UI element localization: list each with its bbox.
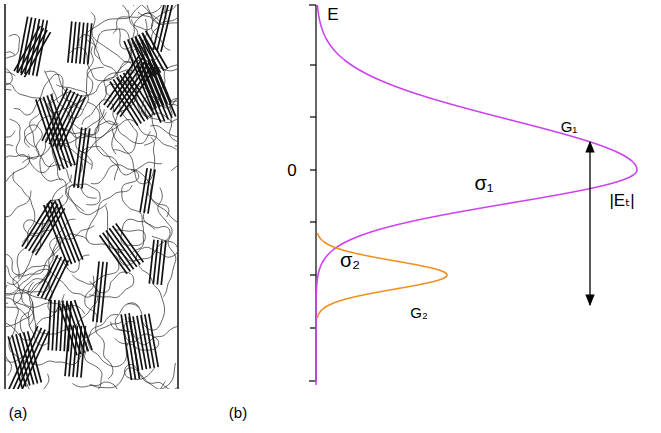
wall-line (4, 4, 5, 389)
amorphous-chain (6, 112, 13, 171)
amorphous-chain (6, 257, 7, 300)
amorphous-chain (9, 112, 41, 159)
tick-label: 0 (287, 162, 296, 179)
lamella-line (139, 35, 161, 73)
amorphous-chain (79, 35, 141, 118)
curve-label: G₁ (561, 119, 578, 134)
lamella-line (81, 326, 85, 377)
lamella-line (44, 205, 68, 266)
amorphous-chain (79, 119, 177, 152)
lamella-line (73, 326, 77, 377)
lamella-line (8, 336, 22, 387)
width-label: σ₁ (474, 173, 493, 193)
amorphous-chain (6, 93, 15, 137)
lamella-line (149, 240, 154, 284)
amorphous-chain (117, 5, 153, 30)
lamella-line (80, 22, 84, 63)
amorphous-chain (22, 112, 106, 162)
lamella-line (77, 326, 81, 377)
lamella-line (153, 5, 167, 50)
lamella-line (135, 37, 157, 75)
amorphous-chain (66, 184, 108, 215)
lamella-line (93, 261, 99, 321)
panel-label: (b) (229, 405, 247, 420)
amorphous-chain (6, 269, 11, 376)
lamella-line (41, 257, 61, 298)
lamella-line (82, 128, 90, 188)
lamella-line (16, 330, 45, 389)
axis-tick (310, 116, 316, 117)
lamella-line (142, 33, 164, 71)
axis-tick (310, 64, 316, 65)
lamella-line (84, 23, 88, 64)
lamella-line (60, 301, 63, 351)
amorphous-chain (171, 111, 177, 171)
panel-label: (a) (9, 405, 27, 420)
lamella-line (140, 168, 147, 212)
lamella-line (148, 169, 155, 213)
lamella-line (68, 21, 72, 62)
lamella-line (48, 300, 51, 350)
lamella-line (17, 17, 28, 73)
axis-tick (310, 221, 316, 222)
lamella-line (40, 98, 64, 169)
amorphous-chain (6, 9, 11, 90)
amorphous-chain (158, 188, 176, 297)
polymer-sketch (0, 0, 268, 408)
energy-gap-arrow (589, 142, 590, 305)
amorphous-chain (6, 286, 34, 326)
lamella-line (38, 255, 58, 296)
axis-label: E (327, 6, 338, 23)
lamella-line (110, 81, 138, 125)
lamella-line (22, 200, 51, 247)
gaussian-g1 (316, 5, 637, 385)
lamella-line (99, 235, 127, 274)
lamella-line (88, 23, 92, 64)
lamella-line (20, 331, 49, 389)
lamella-line (113, 79, 141, 123)
amorphous-chain (6, 269, 96, 297)
amorphous-chain (91, 165, 169, 217)
lamella-line (72, 22, 76, 63)
lamella-line (9, 326, 38, 389)
gap-label: |Eₜ| (609, 192, 634, 209)
lamella-line (144, 169, 151, 213)
lamella-line (45, 259, 65, 300)
lamella-line (121, 314, 131, 380)
amorphous-chain (6, 52, 15, 113)
amorphous-chain (70, 5, 160, 24)
axis-tick (310, 274, 316, 275)
lamella-line (56, 300, 59, 350)
lamella-line (12, 328, 41, 389)
axis-end (309, 380, 316, 381)
axis-tick (310, 327, 316, 328)
width-label: σ₂ (340, 250, 360, 270)
lamella-line (64, 301, 67, 351)
lamella-line (68, 301, 71, 351)
density-plot (309, 5, 637, 385)
amorphous-chain (81, 146, 162, 175)
amorphous-chain (6, 250, 51, 284)
lamella-line (36, 99, 60, 170)
amorphous-chain (13, 172, 35, 279)
lamella-line (47, 203, 71, 264)
amorphous-chain (95, 121, 118, 180)
amorphous-chain (6, 64, 15, 123)
amorphous-chain (85, 276, 113, 379)
lamella-line (76, 22, 80, 63)
axis-tick (310, 169, 316, 170)
amorphous-chain (84, 315, 118, 389)
lamella-line (78, 128, 86, 188)
axis-end (309, 4, 316, 5)
wall-line (177, 4, 178, 389)
curve-label: G₂ (410, 305, 428, 320)
lamella-line (132, 39, 154, 77)
lamella-line (74, 127, 82, 187)
lamella-line (146, 31, 168, 69)
amorphous-chain (72, 381, 165, 389)
lamella-line (52, 300, 55, 350)
